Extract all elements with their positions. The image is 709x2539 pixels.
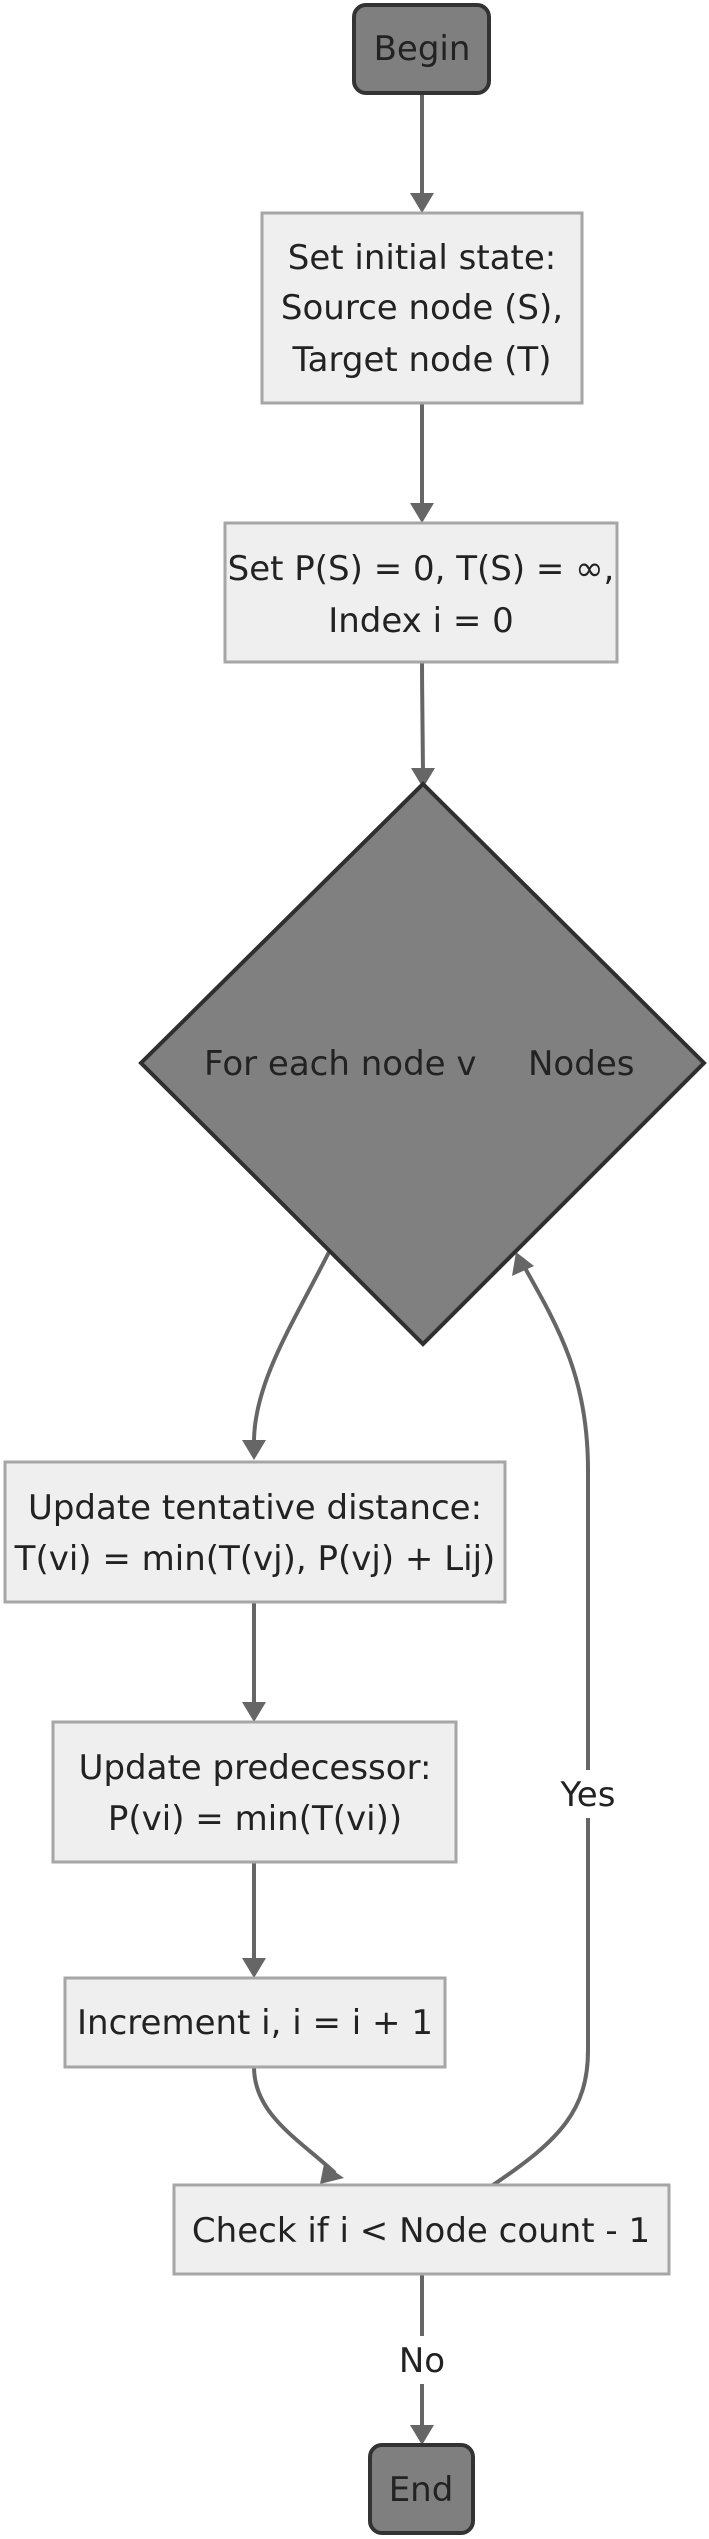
loop-decision-label-2: Nodes [528, 1044, 634, 1084]
end-label: End [389, 2470, 454, 2510]
check-label: Check if i < Node count - 1 [192, 2211, 650, 2251]
update-predecessor-node: Update predecessor: P(vi) = min(T(vi)) [51, 1720, 458, 1864]
increment-label: Increment i, i = i + 1 [77, 2003, 433, 2043]
check-node: Check if i < Node count - 1 [172, 2183, 671, 2276]
edge-set-to-loop-arrowhead [411, 768, 435, 788]
loop-decision-label: For each node v [204, 1044, 477, 1084]
increment-node: Increment i, i = i + 1 [63, 1976, 447, 2069]
edge-begin-to-init-arrowhead [410, 193, 434, 213]
end-node: End [368, 2443, 475, 2535]
edge-increment-to-check [252, 2066, 337, 2175]
set-values-node: Set P(S) = 0, T(S) = ∞, Index i = 0 [223, 521, 619, 664]
edge-predecessor-to-increment-arrowhead [242, 1958, 266, 1978]
begin-node: Begin [352, 3, 491, 95]
update-distance-line-1: Update tentative distance: [28, 1488, 482, 1528]
init-line-2: Source node (S), [281, 288, 563, 328]
edge-check-yes-to-loop [491, 1267, 590, 2187]
loop-decision-node: For each node v Nodes [138, 781, 707, 1347]
update-distance-node: Update tentative distance: T(vi) = min(T… [3, 1460, 507, 1604]
edge-set-to-loop [420, 661, 425, 773]
edge-update-distance-to-predecessor-arrowhead [242, 1702, 266, 1722]
yes-label: Yes [560, 1775, 616, 1815]
begin-shape [352, 3, 491, 95]
increment-shape [63, 1976, 447, 2069]
edge-increment-to-check-arrowhead [320, 2164, 344, 2184]
check-shape [172, 2183, 671, 2276]
update-distance-shape [3, 1460, 507, 1604]
set-values-shape [223, 521, 619, 664]
update-predecessor-line-1: Update predecessor: [79, 1748, 432, 1788]
loop-decision-shape [138, 781, 707, 1347]
update-distance-line-2: T(vi) = min(T(vj), P(vj) + Lij) [14, 1539, 496, 1579]
edges [242, 93, 590, 2445]
end-shape [368, 2443, 475, 2535]
set-values-line-1: Set P(S) = 0, T(S) = ∞, [228, 549, 615, 589]
init-node: Set initial state: Source node (S), Targ… [260, 211, 584, 405]
init-line-1: Set initial state: [288, 238, 557, 278]
init-line-3: Target node (T) [292, 340, 552, 380]
edge-check-yes-to-loop-arrowhead [512, 1252, 534, 1276]
edge-check-no-to-end-arrowhead [410, 2425, 434, 2445]
no-label-bg [387, 2336, 457, 2384]
yes-label-bg [548, 1770, 628, 1818]
set-values-line-2: Index i = 0 [328, 601, 514, 641]
no-label: No [399, 2341, 445, 2381]
begin-label: Begin [374, 29, 471, 69]
update-predecessor-line-2: P(vi) = min(T(vi)) [108, 1799, 402, 1839]
init-shape [260, 211, 584, 405]
update-predecessor-shape [51, 1720, 458, 1864]
edge-labels: Yes No [387, 1770, 628, 2384]
edge-loop-to-update-distance-arrowhead [242, 1440, 266, 1460]
edge-init-to-set-arrowhead [410, 503, 434, 523]
edge-loop-to-update-distance [252, 1249, 332, 1441]
